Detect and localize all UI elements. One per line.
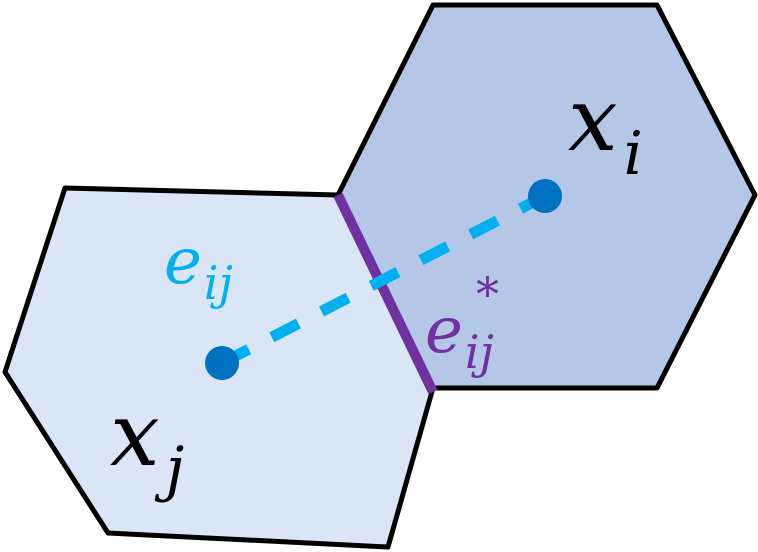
dual-edge-eij xyxy=(219,191,548,368)
node-xj xyxy=(205,346,239,380)
label-eij: eij xyxy=(164,225,233,310)
node-xi xyxy=(528,179,562,213)
label-xi-sub: i xyxy=(624,119,643,189)
label-xj-base: x xyxy=(110,383,160,486)
label-eij-star: eij xyxy=(425,294,494,379)
shared-edge-eij-star xyxy=(333,192,438,395)
label-eij-sub: ij xyxy=(204,256,233,310)
label-eij-star-sub: ij xyxy=(465,325,494,379)
label-eij-base: e xyxy=(164,225,202,299)
label-eij-star-base: e xyxy=(425,294,463,368)
label-eij-star-sup: * xyxy=(476,267,499,321)
label-xi-base: x xyxy=(568,68,618,171)
